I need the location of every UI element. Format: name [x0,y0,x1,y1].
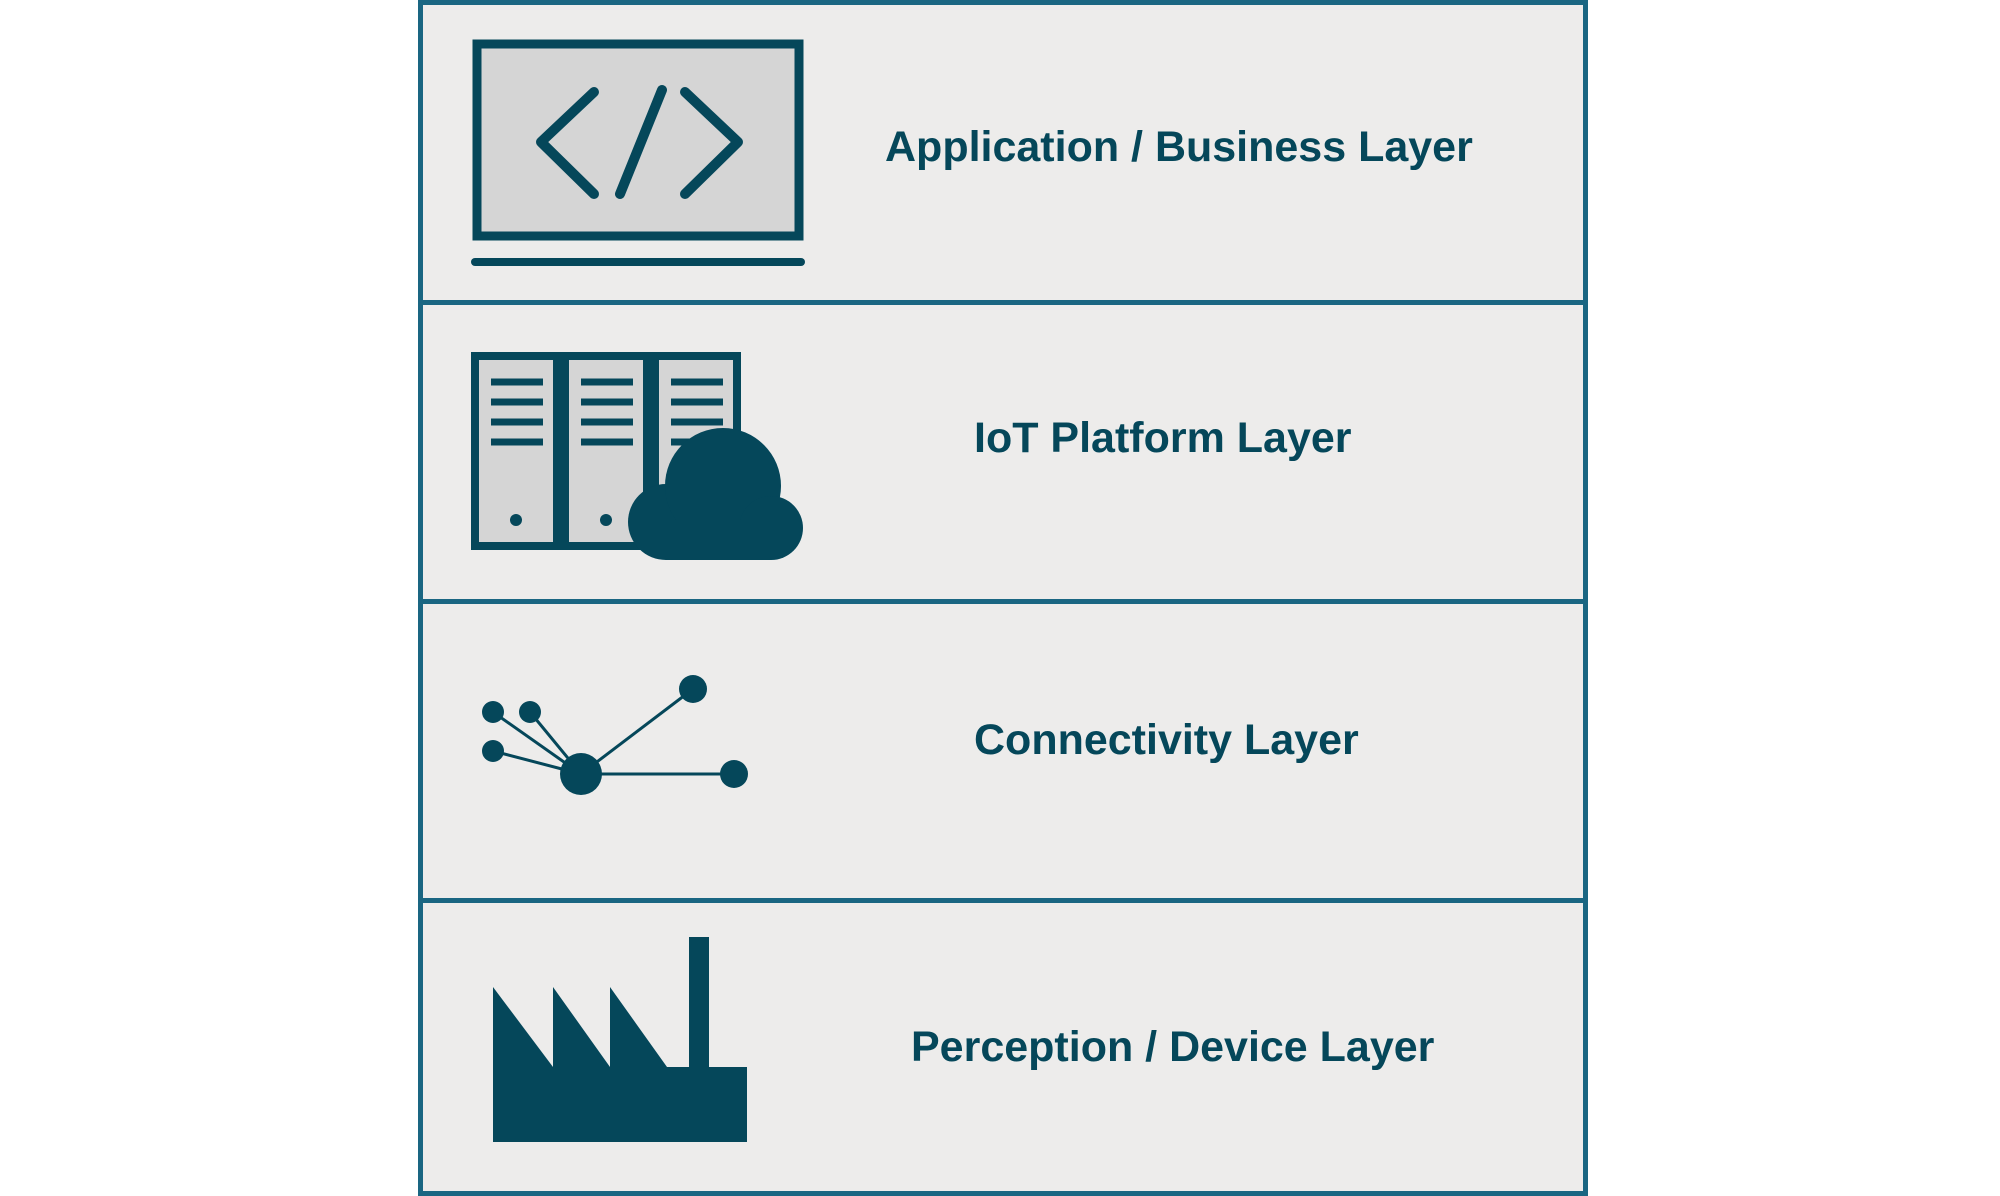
server-cloud-icon [471,352,803,560]
layer-label-perception: Perception / Device Layer [911,1023,1435,1071]
layer-application: Application / Business Layer [423,5,1583,300]
factory-icon [493,937,747,1142]
layer-perception: Perception / Device Layer [423,903,1583,1191]
layer-iot-platform: IoT Platform Layer [423,305,1583,599]
layer-connectivity: Connectivity Layer [423,604,1583,898]
layer-divider [423,898,1583,903]
layer-stack: Application / Business Layer [418,0,1588,1196]
code-monitor-icon [471,39,805,266]
network-nodes-icon [482,675,748,795]
layer-divider [423,599,1583,604]
layer-label-iot-platform: IoT Platform Layer [974,414,1352,462]
layer-divider [423,300,1583,305]
frame-top-border [423,0,1583,5]
layer-label-application: Application / Business Layer [885,123,1473,171]
layer-label-connectivity: Connectivity Layer [974,716,1359,764]
